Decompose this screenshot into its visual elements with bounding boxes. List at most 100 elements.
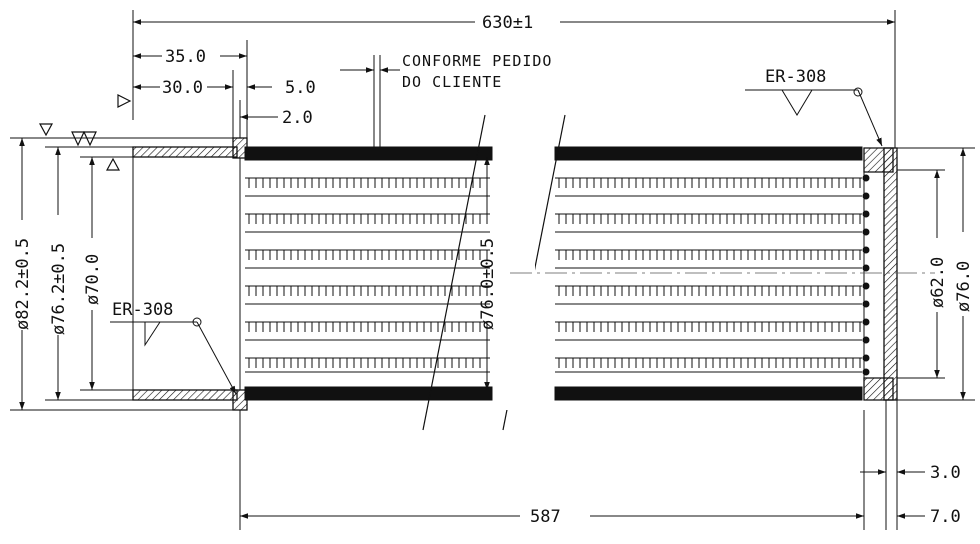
wire-coil (460, 386, 465, 401)
wire-coil (288, 146, 293, 161)
wire-coil (758, 146, 763, 161)
wire-coil (750, 146, 755, 161)
wire-coil (440, 386, 445, 401)
rod-end-dot (862, 318, 870, 326)
wire-coil (814, 146, 819, 161)
wire-coil (566, 386, 571, 401)
wire-coil (638, 386, 643, 401)
wire-coil (766, 386, 771, 401)
rod-end-dot (862, 192, 870, 200)
wire-coil (654, 146, 659, 161)
wire-coil (436, 146, 441, 161)
wire-coil (356, 386, 361, 401)
left-sleeve-bottom-wall (132, 389, 238, 401)
wire-coil (416, 146, 421, 161)
wire-coil (726, 386, 731, 401)
dim-2: 2.0 (282, 108, 313, 128)
wire-coil (590, 146, 595, 161)
wire-coil (464, 386, 469, 401)
wire-coil (404, 386, 409, 401)
wire-coil (360, 386, 365, 401)
wire-coil (646, 146, 651, 161)
wire-coil (770, 146, 775, 161)
wire-coil (738, 386, 743, 401)
rod-end-dot (862, 300, 870, 308)
wire-coil (436, 386, 441, 401)
wire-coil (670, 146, 675, 161)
wire-coil (296, 386, 301, 401)
wire-coil (444, 386, 449, 401)
wire-coil (766, 146, 771, 161)
wire-coil (710, 386, 715, 401)
wire-coil (352, 146, 357, 161)
wire-coil (826, 146, 831, 161)
wire-coil (790, 146, 795, 161)
wire-coil (432, 386, 437, 401)
right-end-plate (883, 147, 898, 401)
wire-coil (626, 386, 631, 401)
wire-coil (476, 386, 481, 401)
wire-coil (842, 386, 847, 401)
wire-coil (806, 146, 811, 161)
wire-coil (694, 386, 699, 401)
wire-coil (706, 386, 711, 401)
wire-coil (582, 386, 587, 401)
wire-coil (320, 386, 325, 401)
wire-coil (610, 146, 615, 161)
wire-coil (742, 146, 747, 161)
wire-coil (698, 386, 703, 401)
support-rods (245, 174, 870, 376)
wire-coil (272, 146, 277, 161)
wire-coil (582, 146, 587, 161)
wire-coil (642, 146, 647, 161)
wire-coil (602, 386, 607, 401)
wire-coil (448, 386, 453, 401)
wire-coil (722, 386, 727, 401)
wire-coil (372, 146, 377, 161)
wire-coil (558, 146, 563, 161)
wire-coil (324, 146, 329, 161)
wire-coil (280, 386, 285, 401)
wire-coil (328, 386, 333, 401)
wire-coil (320, 146, 325, 161)
wire-coil (348, 146, 353, 161)
wire-coil (388, 386, 393, 401)
wire-coil (598, 146, 603, 161)
wire-coil (456, 146, 461, 161)
wire-coil (440, 146, 445, 161)
wire-coil (754, 386, 759, 401)
wire-coil (260, 146, 265, 161)
wire-coil (292, 146, 297, 161)
wire-coil (452, 146, 457, 161)
wire-coil (284, 386, 289, 401)
wire-coil (364, 386, 369, 401)
wire-coil (850, 146, 855, 161)
wire-coil (452, 386, 457, 401)
rod-end-dot (862, 368, 870, 376)
surface-finish-symbols (38, 94, 132, 171)
wire-coil (268, 386, 273, 401)
wire-coil (810, 146, 815, 161)
wire-coil (578, 146, 583, 161)
wire-coil (468, 146, 473, 161)
wire-coil (786, 386, 791, 401)
dim-dia-76-right: ø76.0 (954, 261, 974, 312)
wire-coil (854, 146, 859, 161)
weld-note-right: ER-308 (765, 67, 826, 87)
wire-coil (412, 146, 417, 161)
wire-coil (846, 146, 851, 161)
wire-coil (586, 386, 591, 401)
dim-dia-76-2: ø76.2±0.5 (49, 243, 69, 335)
wire-coil (630, 386, 635, 401)
wire-coil (854, 386, 859, 401)
wire-coil (838, 146, 843, 161)
wire-coil (762, 146, 767, 161)
wire-coil (594, 386, 599, 401)
rod-end-dot (862, 228, 870, 236)
wire-coil (762, 386, 767, 401)
wire-coil (408, 146, 413, 161)
wire-coil (658, 146, 663, 161)
wire-coil (718, 146, 723, 161)
wire-coil (570, 386, 575, 401)
wire-coil (650, 146, 655, 161)
